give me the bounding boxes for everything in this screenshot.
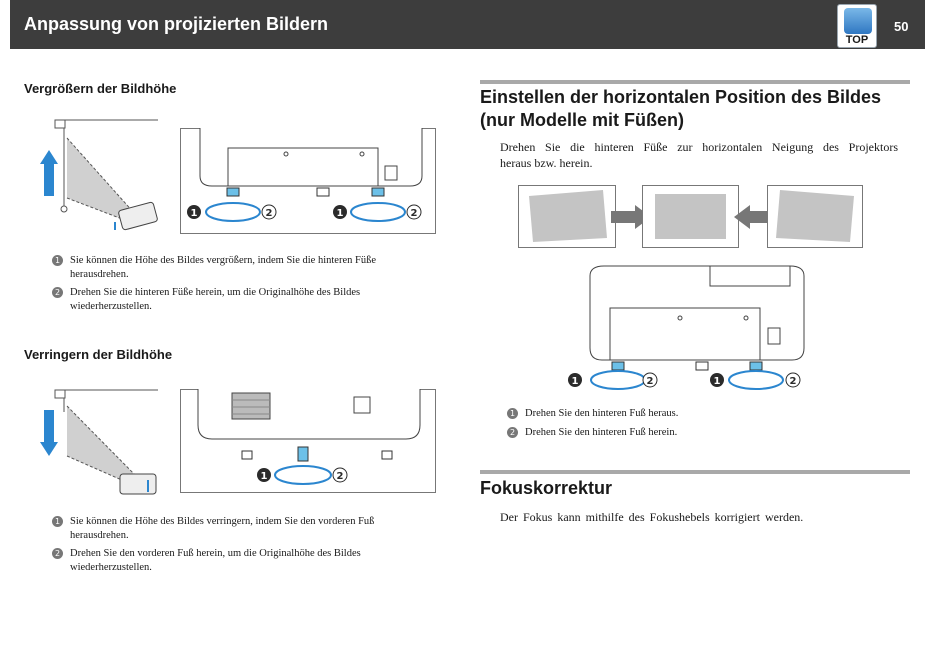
body-line1: Drehen Sie die hinteren Füße zur horizon… <box>500 140 898 154</box>
number-badge: 2 <box>52 287 63 298</box>
section-title-focus: Fokuskorrektur <box>480 478 613 498</box>
callout-1: 1 <box>572 376 579 387</box>
body-line2: heraus bzw. herein. <box>500 156 593 170</box>
side-view-raise-illustration <box>40 119 158 231</box>
section-title-horizontal-position: Einstellen der horizontalen Position des… <box>480 86 910 132</box>
note-text: Drehen Sie den hinteren Fuß heraus. <box>525 408 679 419</box>
callout-1: 1 <box>191 208 198 219</box>
callout-2: 2 <box>266 208 273 219</box>
note-text-line1: Drehen Sie die hinteren Füße herein, um … <box>70 287 361 298</box>
note-text-line1: Drehen Sie den vorderen Fuß herein, um d… <box>70 548 361 559</box>
section-title-line2: (nur Modelle mit Füßen) <box>480 110 684 130</box>
top-link-button[interactable]: TOP <box>837 4 877 48</box>
side-view-lower-illustration <box>40 389 158 495</box>
number-badge: 2 <box>507 427 518 438</box>
note-text-line2: herausdrehen. <box>70 530 129 541</box>
note-item: 1 Sie können die Höhe des Bildes verring… <box>52 515 432 545</box>
number-badge: 2 <box>52 548 63 559</box>
section-divider <box>480 80 910 84</box>
callout-2: 2 <box>411 208 418 219</box>
note-text-line2: herausdrehen. <box>70 269 129 280</box>
section-body: Drehen Sie die hinteren Füße zur horizon… <box>500 139 898 171</box>
heading-reduce-height: Verringern der Bildhöhe <box>24 347 173 362</box>
note-text: Drehen Sie den hinteren Fuß herein. <box>525 427 678 438</box>
heading-enlarge-height: Vergrößern der Bildhöhe <box>24 81 177 96</box>
note-text-line2: wiederherzustellen. <box>70 301 152 312</box>
page-number: 50 <box>894 19 909 34</box>
note-text-line1: Sie können die Höhe des Bildes vergrößer… <box>70 255 376 266</box>
number-badge: 1 <box>507 408 518 419</box>
section-divider <box>480 470 910 474</box>
page-title: Anpassung von projizierten Bildern <box>24 14 329 34</box>
projector-front-foot: 1 2 <box>197 389 421 485</box>
arrow-left-icon <box>734 205 774 229</box>
callout-1: 1 <box>714 376 721 387</box>
tilted-image-right <box>767 185 863 248</box>
note-item: 2 Drehen Sie die hinteren Füße herein, u… <box>52 286 432 316</box>
note-item: 1 Sie können die Höhe des Bildes vergröß… <box>52 254 432 284</box>
note-text-line2: wiederherzustellen. <box>70 562 152 573</box>
projector-rear-horizontal-illustration: 1 2 1 2 <box>568 265 805 390</box>
number-badge: 1 <box>52 516 63 527</box>
focus-body: Der Fokus kann mithilfe des Fokushebels … <box>500 510 804 524</box>
callout-2: 2 <box>337 471 344 482</box>
top-label: TOP <box>845 34 869 46</box>
section-title-line1: Einstellen der horizontalen Position des… <box>480 87 882 107</box>
tilted-image-left <box>518 185 616 248</box>
arrow-right-icon <box>611 205 651 229</box>
home-icon <box>844 8 872 34</box>
projector-rear-feet-1: 1 2 1 2 <box>187 128 423 222</box>
note-item: 1 Drehen Sie den hinteren Fuß heraus. <box>507 407 897 423</box>
note-item: 2 Drehen Sie den vorderen Fuß herein, um… <box>52 547 432 577</box>
callout-2: 2 <box>647 376 654 387</box>
number-badge: 1 <box>52 255 63 266</box>
note-text-line1: Sie können die Höhe des Bildes verringer… <box>70 516 375 527</box>
callout-1: 1 <box>261 471 268 482</box>
corrected-image <box>642 185 739 248</box>
callout-1: 1 <box>337 208 344 219</box>
page-header: Anpassung von projizierten Bildern TOP 5… <box>10 0 925 49</box>
note-item: 2 Drehen Sie den hinteren Fuß herein. <box>507 426 897 442</box>
callout-2: 2 <box>790 376 797 387</box>
